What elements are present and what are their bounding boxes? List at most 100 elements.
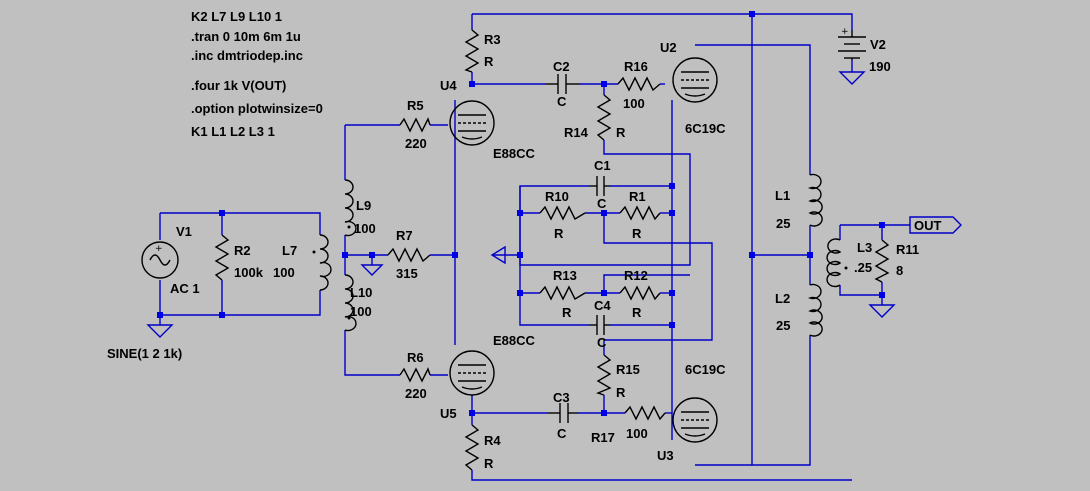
svg-text:+: + — [155, 244, 163, 254]
label-r15-name: R15 — [616, 362, 640, 377]
tube-u4[interactable] — [449, 100, 495, 146]
resistor-r7[interactable] — [387, 247, 431, 263]
resistor-r2[interactable] — [214, 234, 230, 281]
capacitor-c3[interactable] — [548, 403, 578, 423]
label-r4-name: R4 — [484, 433, 501, 448]
label-c2-value: C — [557, 94, 567, 109]
inductor-l10[interactable] — [344, 274, 357, 332]
tube-u3[interactable] — [672, 397, 718, 443]
label-r13-name: R13 — [553, 268, 577, 283]
directive-option: .option plotwinsize=0 — [191, 101, 323, 116]
label-r12-value: R — [632, 305, 642, 320]
label-l7-value: 100 — [273, 265, 295, 280]
directive-k1: K1 L1 L2 L3 1 — [191, 124, 275, 139]
label-c2-name: C2 — [553, 59, 570, 74]
resistor-r10[interactable] — [539, 205, 586, 221]
resistor-r4[interactable] — [464, 424, 480, 471]
junction-dots — [157, 11, 885, 416]
label-u3-name: U3 — [657, 448, 674, 463]
inductor-l1[interactable] — [807, 173, 823, 227]
wire-top-rail — [472, 13, 853, 30]
svg-text:+: + — [841, 27, 849, 37]
label-u4-model: E88CC — [493, 146, 536, 161]
wire-u5-plate-c3 — [471, 395, 548, 414]
label-v1-name: V1 — [176, 224, 192, 239]
label-r15-value: R — [616, 385, 626, 400]
label-u2-model: 6C19C — [685, 121, 726, 136]
resistor-r11[interactable] — [874, 239, 890, 283]
label-c4-name: C4 — [594, 298, 611, 313]
label-r5-name: R5 — [407, 98, 424, 113]
inductor-l9[interactable] — [344, 179, 357, 237]
net-label-out[interactable]: OUT — [909, 216, 962, 234]
l7-dot — [312, 250, 316, 254]
resistor-r15[interactable] — [596, 354, 612, 396]
ground-symbol-r7 — [360, 264, 384, 276]
inductor-l7[interactable] — [319, 234, 332, 291]
label-r11-name: R11 — [896, 242, 919, 257]
label-l10-name: L10 — [350, 285, 372, 300]
wire-bottom-rail — [471, 470, 852, 481]
label-c1-name: C1 — [594, 158, 611, 173]
l3-dot — [844, 266, 848, 270]
battery-v2[interactable]: + — [838, 27, 866, 60]
label-r14-name: R14 — [564, 125, 589, 140]
resistor-r12[interactable] — [619, 285, 661, 301]
label-r12-name: R12 — [624, 268, 648, 283]
label-r6-name: R6 — [407, 350, 424, 365]
inductor-l3[interactable] — [826, 238, 842, 288]
label-l1-value: 25 — [776, 216, 790, 231]
ground-flag-symbol — [490, 245, 506, 265]
label-c4-value: C — [597, 335, 607, 350]
label-r6-value: 220 — [405, 386, 427, 401]
label-r14-value: R — [616, 125, 626, 140]
resistor-r16[interactable] — [617, 76, 661, 92]
resistor-r17[interactable] — [624, 405, 666, 421]
directive-inc: .inc dmtriodep.inc — [191, 48, 303, 63]
capacitor-c2[interactable] — [545, 74, 580, 94]
label-u4-name: U4 — [440, 78, 457, 93]
label-v2-value: 190 — [869, 59, 891, 74]
directive-tran: .tran 0 10m 6m 1u — [191, 29, 301, 44]
label-u3-model: 6C19C — [685, 362, 726, 377]
directive-four: .four 1k V(OUT) — [191, 78, 286, 93]
wire-l3-bottom — [839, 285, 882, 296]
wire-left-bus — [519, 186, 590, 326]
wire-input-bottom — [159, 280, 321, 316]
label-v2-name: V2 — [870, 37, 886, 52]
voltage-source-v1[interactable]: + — [141, 241, 179, 279]
resistor-r13[interactable] — [539, 285, 586, 301]
label-r11-value: 8 — [896, 263, 903, 278]
label-l10-value: 100 — [350, 304, 372, 319]
l10-dot — [347, 316, 351, 320]
wire-cross-2 — [603, 274, 690, 293]
label-r4-value: R — [484, 456, 494, 471]
l9-dot — [347, 225, 351, 229]
capacitor-c4[interactable] — [590, 315, 610, 335]
tube-u5[interactable] — [449, 350, 495, 396]
wire-cross-1 — [603, 213, 713, 355]
label-c3-name: C3 — [553, 390, 570, 405]
svg-text:OUT: OUT — [914, 218, 942, 233]
label-v1-sine: SINE(1 2 1k) — [107, 346, 182, 361]
directive-k2: K2 L7 L9 L10 1 — [191, 9, 282, 24]
label-r10-value: R — [554, 226, 564, 241]
inductor-l2[interactable] — [807, 283, 823, 337]
label-l7-name: L7 — [282, 243, 297, 258]
wire-u2-plate-l1 — [695, 44, 811, 175]
label-r16-value: 100 — [623, 96, 645, 111]
label-r3-value: R — [484, 54, 494, 69]
label-l2-value: 25 — [776, 318, 790, 333]
resistor-r1[interactable] — [619, 205, 661, 221]
resistor-r6[interactable] — [399, 367, 431, 383]
ground-symbol-v1 — [146, 324, 174, 338]
wire-l10-bottom — [344, 330, 400, 376]
resistor-r3[interactable] — [464, 29, 480, 73]
capacitor-c1[interactable] — [590, 176, 610, 196]
label-r1-value: R — [632, 226, 642, 241]
tube-u2[interactable] — [672, 57, 718, 103]
label-r13-value: R — [562, 305, 572, 320]
resistor-r5[interactable] — [399, 117, 431, 133]
resistor-r14[interactable] — [596, 94, 612, 141]
